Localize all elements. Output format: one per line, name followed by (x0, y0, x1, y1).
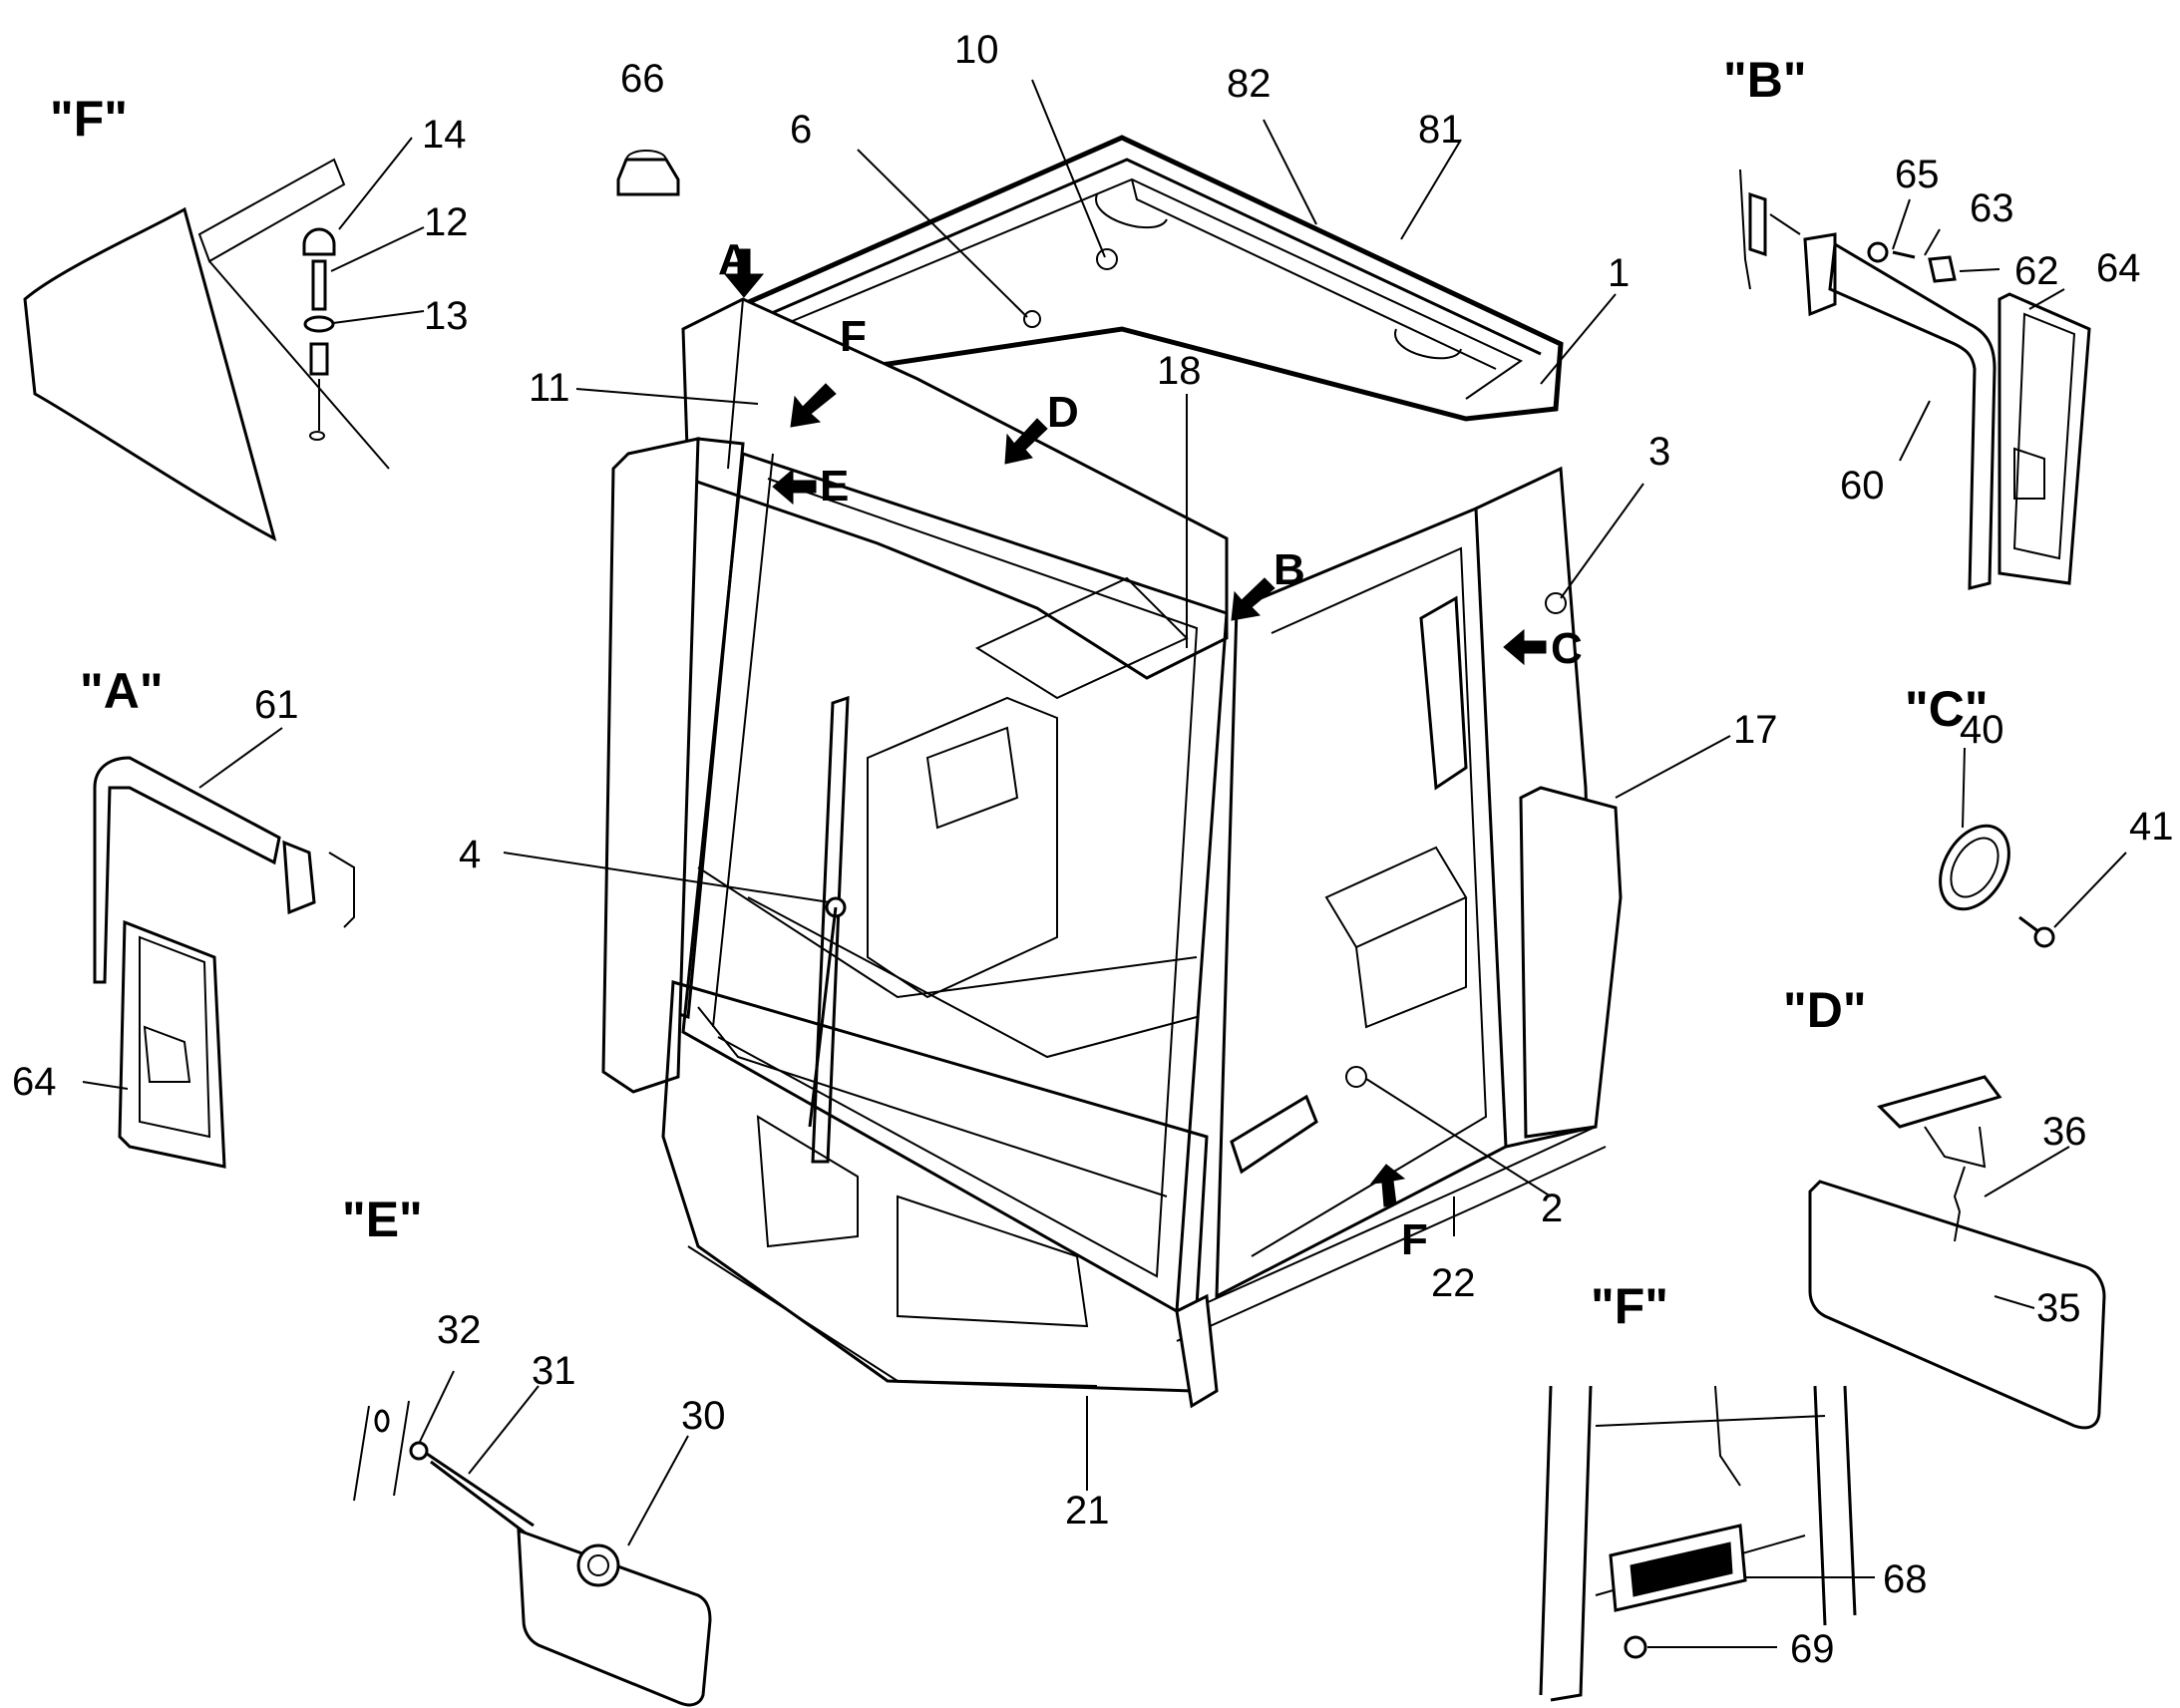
detail-d (1808, 1075, 2106, 1430)
part-number-4: 4 (459, 833, 481, 876)
part-number-63: 63 (1970, 186, 2014, 230)
view-reference-arrows (723, 248, 1547, 1207)
detail-f-bottom (1539, 1385, 1857, 1702)
part-number-14: 14 (422, 113, 467, 157)
part-number-40: 40 (1960, 708, 2004, 752)
part-number-82: 82 (1227, 62, 1272, 106)
view-label-a: "A" (80, 663, 164, 719)
detail-b (1739, 169, 2091, 590)
part-number-41: 41 (2129, 805, 2174, 849)
part-number-10: 10 (954, 28, 999, 72)
ref-letter-e: E (820, 462, 849, 511)
cab-assembly (601, 135, 1623, 1409)
part-number-35: 35 (2036, 1286, 2081, 1330)
ref-letter-c: C (1551, 624, 1583, 673)
ref-letter-b: B (1273, 545, 1305, 594)
part-number-12: 12 (424, 200, 469, 244)
interior (867, 696, 1058, 999)
part-number-65: 65 (1895, 153, 1940, 196)
part-number-60: 60 (1840, 464, 1885, 508)
part-number-22: 22 (1431, 1261, 1476, 1305)
part-number-66: 66 (620, 57, 665, 101)
part-number-64-left: 64 (12, 1060, 57, 1104)
part-number-32: 32 (437, 1308, 482, 1352)
part-number-81: 81 (1418, 108, 1463, 152)
part-number-3: 3 (1648, 430, 1670, 474)
view-label-c: "C" (1905, 681, 1989, 737)
cap-nut-66 (616, 150, 680, 196)
part-number-36: 36 (2042, 1110, 2087, 1154)
ref-letter-f-lower: F (1401, 1215, 1428, 1264)
part-number-2: 2 (1541, 1187, 1563, 1230)
ref-letter-d: D (1047, 388, 1079, 437)
part-number-64-right: 64 (2096, 246, 2141, 290)
part-number-17: 17 (1733, 708, 1778, 752)
leader-lines (82, 79, 2127, 1648)
detail-c (1939, 824, 2055, 948)
ref-letter-f-upper: F (840, 312, 867, 361)
detail-a (93, 756, 355, 1169)
detail-f-top (23, 158, 390, 541)
view-label-b: "B" (1723, 52, 1807, 108)
part-number-11: 11 (529, 366, 570, 410)
part-number-21: 21 (1065, 1489, 1110, 1533)
lower-front-panel (661, 980, 1209, 1393)
part-number-61: 61 (254, 683, 299, 727)
view-label-f-top: "F" (50, 91, 128, 147)
view-label-e: "E" (342, 1192, 423, 1247)
wiper-blade (811, 695, 850, 1164)
view-label-f-bottom: "F" (1591, 1278, 1668, 1334)
view-label-d: "D" (1783, 982, 1867, 1038)
ref-letter-a: A (718, 235, 750, 284)
part-number-6: 6 (790, 108, 812, 152)
part-number-18: 18 (1157, 349, 1202, 393)
part-number-62: 62 (2014, 249, 2059, 293)
door-frame (1215, 506, 1508, 1299)
part-number-1: 1 (1608, 251, 1630, 295)
part-number-69: 69 (1790, 1627, 1835, 1671)
part-number-13: 13 (424, 294, 469, 338)
part-number-30: 30 (681, 1394, 726, 1438)
detail-e (353, 1400, 712, 1707)
part-number-68: 68 (1883, 1557, 1928, 1601)
part-number-31: 31 (532, 1349, 576, 1393)
